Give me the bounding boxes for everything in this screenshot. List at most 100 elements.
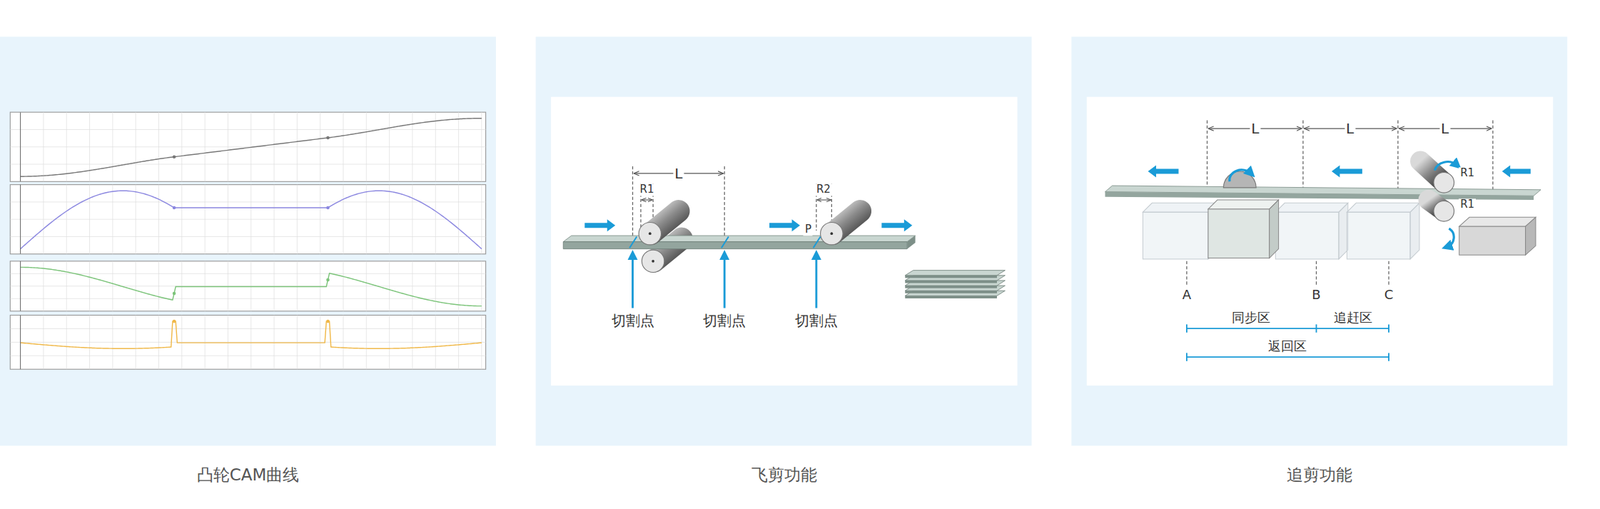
cut-mark bbox=[629, 236, 637, 248]
cut-sheet-stack bbox=[904, 280, 997, 284]
position-marker bbox=[1388, 261, 1389, 285]
upper-roller bbox=[638, 211, 860, 245]
chart-subplot bbox=[9, 129, 486, 130]
chart-subplot bbox=[172, 319, 177, 324]
chart-subplot bbox=[19, 315, 21, 370]
zone-bracket bbox=[1186, 327, 1389, 329]
chart-subplot bbox=[19, 261, 21, 312]
cut-point-arrow bbox=[631, 254, 634, 308]
cut-sheet-stack bbox=[904, 270, 1005, 299]
rotation-arrow bbox=[1434, 161, 1457, 171]
panel: 凸轮CAM曲线 bbox=[0, 37, 496, 486]
motor-box bbox=[1459, 216, 1536, 255]
carriage bbox=[1208, 199, 1279, 210]
strip bbox=[563, 241, 908, 250]
chart-subplot bbox=[19, 315, 21, 370]
cut-point-label: 切割点 bbox=[793, 311, 840, 329]
chart-subplot bbox=[9, 315, 486, 370]
chart-subplot bbox=[19, 184, 21, 255]
feed-roller bbox=[1433, 200, 1455, 222]
cut-sheet-stack bbox=[904, 275, 1005, 281]
panel-ground bbox=[0, 36, 496, 446]
point-label: P bbox=[803, 223, 813, 236]
chart-subplot bbox=[9, 298, 486, 300]
chasing-shear bbox=[1101, 120, 1541, 362]
dimension-lines bbox=[724, 166, 726, 245]
chart-subplot bbox=[326, 206, 330, 210]
chart-subplot bbox=[9, 184, 486, 255]
lower-roller bbox=[651, 259, 655, 263]
rotation-arrow bbox=[1229, 161, 1458, 247]
zone-bracket bbox=[1388, 323, 1390, 332]
position-marker bbox=[1186, 261, 1187, 285]
strip bbox=[563, 235, 915, 242]
cut-sheet-stack bbox=[904, 285, 1005, 291]
upper-roller bbox=[820, 221, 843, 245]
feed-arrow bbox=[1502, 164, 1531, 177]
position-label: C bbox=[1383, 287, 1396, 303]
chart-subplot bbox=[9, 112, 486, 182]
dimension-lines bbox=[1492, 120, 1493, 195]
cut-sheet-stack bbox=[904, 275, 997, 279]
carriage bbox=[1275, 211, 1339, 260]
strip bbox=[563, 235, 915, 250]
chart-subplot bbox=[19, 112, 21, 182]
chart-subplot bbox=[20, 190, 482, 249]
zone-label: 返回区 bbox=[1266, 338, 1309, 354]
panel-ground bbox=[1086, 97, 1553, 386]
radius-label: R1 bbox=[1458, 166, 1476, 180]
cut-sheet-stack bbox=[904, 285, 997, 289]
carriage bbox=[1142, 199, 1419, 260]
zone-bracket bbox=[1186, 352, 1188, 361]
chart-subplot bbox=[19, 261, 21, 312]
upper-roller bbox=[829, 231, 833, 235]
motor-box bbox=[1525, 216, 1536, 255]
feed-roller bbox=[1420, 161, 1454, 222]
cut-sheet-stack bbox=[904, 280, 1005, 286]
cam-chart bbox=[9, 112, 486, 369]
chart-subplot bbox=[172, 291, 177, 296]
chart-subplot bbox=[326, 319, 330, 324]
panel: 飞剪功能 bbox=[535, 37, 1032, 486]
chart-subplot bbox=[19, 184, 21, 255]
carriage bbox=[1275, 202, 1349, 212]
radius-label: R2 bbox=[814, 183, 833, 196]
rotation-arrow bbox=[1447, 228, 1455, 247]
cut-point-arrow bbox=[814, 254, 818, 308]
panel: 追剪功能 bbox=[1071, 37, 1568, 486]
dimension-lines bbox=[1302, 120, 1304, 195]
chart-subplot bbox=[20, 321, 482, 349]
chart-subplot bbox=[172, 206, 177, 210]
chart-subplot bbox=[9, 261, 486, 312]
panel-ground bbox=[0, 36, 1568, 446]
carriage bbox=[1346, 211, 1411, 260]
strip bbox=[1105, 185, 1542, 200]
carriage bbox=[1269, 199, 1279, 258]
dimension-lines bbox=[632, 166, 634, 245]
cut-sheet-stack bbox=[904, 290, 997, 294]
upper-roller bbox=[648, 231, 652, 235]
chart-subplot bbox=[9, 261, 486, 312]
carriage bbox=[1208, 209, 1270, 259]
feed-arrow bbox=[769, 219, 800, 232]
chart-subplot bbox=[326, 136, 330, 140]
panel-caption: 追剪功能 bbox=[1286, 463, 1353, 486]
zone-bracket bbox=[1315, 323, 1318, 332]
zone-bracket bbox=[1186, 323, 1389, 361]
dimension-label: L bbox=[1439, 120, 1451, 138]
zone-label: 同步区 bbox=[1230, 309, 1272, 325]
cut-sheet-stack bbox=[904, 270, 1005, 276]
feed-arrow bbox=[881, 219, 913, 232]
zone-label: 追赶区 bbox=[1332, 309, 1374, 325]
position-marker bbox=[1186, 261, 1389, 285]
motor-box bbox=[1459, 216, 1536, 227]
chart-subplot bbox=[9, 184, 486, 255]
zone-bracket bbox=[1388, 352, 1390, 361]
dimension-lines bbox=[1206, 120, 1208, 195]
zone-bracket bbox=[1186, 356, 1389, 358]
carriage bbox=[1142, 211, 1209, 260]
chart-subplot bbox=[20, 266, 482, 306]
position-label: B bbox=[1310, 287, 1322, 303]
cut-mark bbox=[813, 236, 821, 248]
carriage bbox=[1346, 202, 1420, 212]
